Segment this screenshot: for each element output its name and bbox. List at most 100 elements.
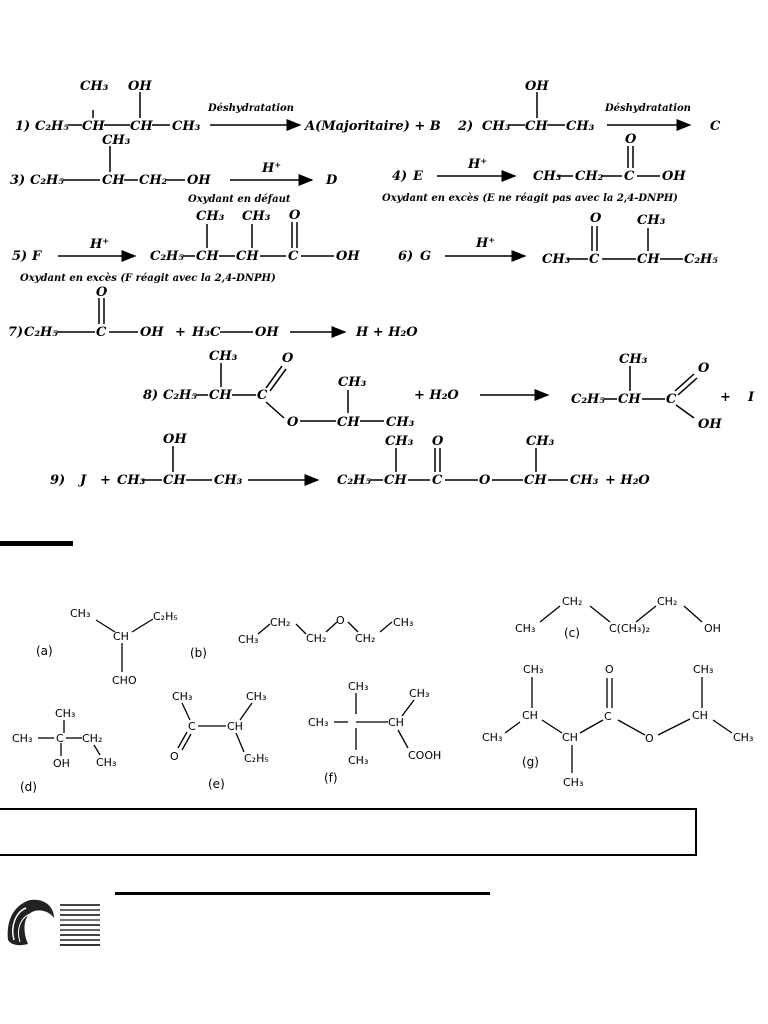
chem-text: O: [432, 434, 444, 449]
chem-text: C: [432, 473, 443, 488]
reaction-number: 3): [10, 173, 25, 188]
chem-text: C₂H₅: [684, 252, 718, 267]
chem-text: O: [96, 285, 108, 300]
chem-text: CH₃: [117, 473, 146, 488]
arrow-below: Oxydant en excès (E ne réagit pas avec l…: [382, 193, 678, 204]
chem-text: C: [604, 710, 612, 723]
chem-text: O: [170, 750, 179, 763]
chem-text: OH: [140, 325, 164, 340]
reactant: F: [31, 249, 42, 264]
chem-text: CH: [102, 173, 125, 188]
chem-text: C(CH₃)₂: [609, 622, 650, 635]
school-logo: [7, 899, 100, 946]
chem-text: CH₃: [693, 663, 713, 676]
product: H + H₂O: [355, 325, 418, 340]
chem-text: O: [282, 351, 294, 366]
chem-text: CH₃: [482, 731, 502, 744]
structure-d: CH₃ CH₃ C CH₂ OH CH₃ (d): [12, 707, 116, 794]
structure-g: CH₃ O CH₃ CH C CH CH₃ CH O CH₃ CH₃ (g): [482, 663, 753, 789]
chem-text: COOH: [408, 749, 441, 762]
reaction-8: 8) C₂H₅ CH CH₃ C O O CH CH₃ CH₃ + H₂O C₂…: [143, 349, 755, 432]
chem-text: OH: [525, 79, 549, 94]
chem-text: CH₃: [393, 616, 413, 629]
chem-text: CH₂: [82, 732, 102, 745]
chem-text: CH₃: [242, 209, 271, 224]
chem-text: CH₃: [523, 663, 543, 676]
plus-sign: +: [100, 473, 111, 488]
chem-text: C₂H₅: [30, 173, 64, 188]
chem-text: CH₃: [96, 756, 116, 769]
chem-text: C: [257, 388, 268, 403]
chem-text: CH₃: [196, 209, 225, 224]
structure-tag: (e): [208, 777, 225, 791]
reaction-7: 7) C₂H₅ C O OH + H₃C OH H + H₂O: [8, 285, 418, 340]
chem-text: CH₂: [355, 632, 375, 645]
chem-text: CH: [525, 119, 548, 134]
product: D: [325, 173, 338, 188]
reaction-number: 5): [12, 249, 27, 264]
chem-text: CH: [236, 249, 259, 264]
reaction-2: 2) CH₃ CH OH CH₃ Déshydratation C: [457, 79, 721, 134]
chem-text: CH₃: [563, 776, 583, 789]
chem-text: CH₃: [308, 716, 328, 729]
chem-text: OH: [662, 169, 686, 184]
chem-text: CH₃: [70, 607, 90, 620]
chem-text: CH₃: [482, 119, 511, 134]
arrow-label: Déshydratation: [604, 103, 691, 114]
reaction-number: 9): [50, 473, 65, 488]
chem-text: O: [605, 663, 614, 676]
plus-water: + H₂O: [605, 473, 650, 488]
arrow-above: H⁺: [467, 157, 487, 172]
chem-text: CH₂: [139, 173, 168, 188]
chem-text: CH₃: [172, 690, 192, 703]
chem-text: C: [666, 392, 677, 407]
reaction-5: 5) F H⁺ Oxydant en excès (F réagit avec …: [12, 208, 360, 284]
chem-text: CH₃: [246, 690, 266, 703]
chem-text: C: [56, 732, 64, 745]
reaction-9: 9) J + CH₃ CH OH CH₃ C₂H₅ CH CH₃ C O O C…: [50, 432, 650, 488]
chem-text: CH₃: [214, 473, 243, 488]
chem-text: CH₃: [55, 707, 75, 720]
reaction-number: 7): [8, 325, 23, 340]
structure-a: CH₃ C₂H₅ CH CHO (a): [36, 607, 178, 687]
structure-e: CH₃ CH₃ C CH O C₂H₅ (e): [170, 690, 269, 791]
section-divider: [0, 541, 73, 546]
chem-text: OH: [163, 432, 187, 447]
structure-tag: (g): [522, 755, 539, 769]
chem-text: C₂H₅: [35, 119, 69, 134]
chem-text: OH: [336, 249, 360, 264]
chem-text: CH₃: [385, 434, 414, 449]
structure-tag: (d): [20, 780, 37, 794]
plus-water: + H₂O: [414, 388, 459, 403]
chem-text: CH: [82, 119, 105, 134]
arrow-below: Oxydant en excès (F réagit avec la 2,4-D…: [20, 273, 276, 284]
plus-sign: +: [720, 390, 731, 405]
chem-text: CH₃: [533, 169, 562, 184]
arrow-below: Oxydant en défaut: [188, 194, 291, 205]
chem-text: CH₂: [575, 169, 604, 184]
chem-text: CH: [227, 720, 243, 733]
structure-tag: (a): [36, 644, 53, 658]
chem-text: CH₃: [12, 732, 32, 745]
chem-text: CH: [618, 392, 641, 407]
arrow-above: H⁺: [475, 236, 495, 251]
chem-text: O: [336, 614, 345, 627]
chem-text: CH₃: [637, 213, 666, 228]
chem-text: CH₃: [526, 434, 555, 449]
reaction-number: 6): [398, 249, 413, 264]
structure-tag: (b): [190, 646, 207, 660]
structure-tag: (c): [564, 626, 580, 640]
structure-b: CH₃ CH₂ CH₂ O CH₂ CH₃ (b): [190, 614, 413, 660]
chem-text: OH: [53, 757, 70, 770]
chem-text: CH: [209, 388, 232, 403]
chem-text: CH₂: [270, 616, 290, 629]
structure-tag: (f): [324, 771, 338, 785]
chem-text: O: [287, 415, 299, 430]
chem-text: O: [698, 361, 710, 376]
chem-text: CH₃: [172, 119, 201, 134]
chem-text: C₂H₅: [163, 388, 197, 403]
structure-f: CH₃ CH₃ CH₃ CH CH₃ COOH (f): [308, 680, 441, 785]
answer-box: [0, 808, 697, 856]
plus-sign: +: [175, 325, 186, 340]
